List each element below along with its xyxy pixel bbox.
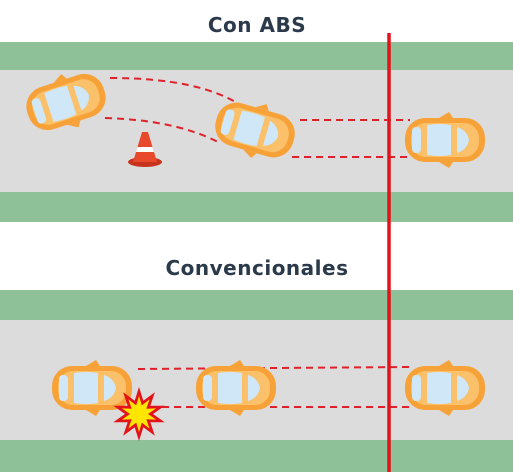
- abs-title: Con ABS: [208, 13, 306, 37]
- abs-road-bottom-grass: [0, 192, 513, 222]
- conventional-trail-upper: [137, 366, 411, 370]
- conventional-road-top-grass: [0, 290, 513, 320]
- collision-burst-icon: [113, 387, 165, 441]
- conventional-brake-trails: [137, 366, 411, 408]
- conventional-car-middle: [196, 360, 276, 416]
- traffic-cone-icon: [128, 132, 162, 167]
- conventional-car-stopped: [405, 360, 485, 416]
- abs-trail-upper: [109, 77, 243, 107]
- conventional-road-bottom-grass: [0, 440, 513, 472]
- abs-car-stopped: [405, 112, 485, 168]
- conventional-title: Convencionales: [165, 256, 348, 280]
- abs-trail-lower: [104, 117, 219, 143]
- abs-road-top-grass: [0, 42, 513, 70]
